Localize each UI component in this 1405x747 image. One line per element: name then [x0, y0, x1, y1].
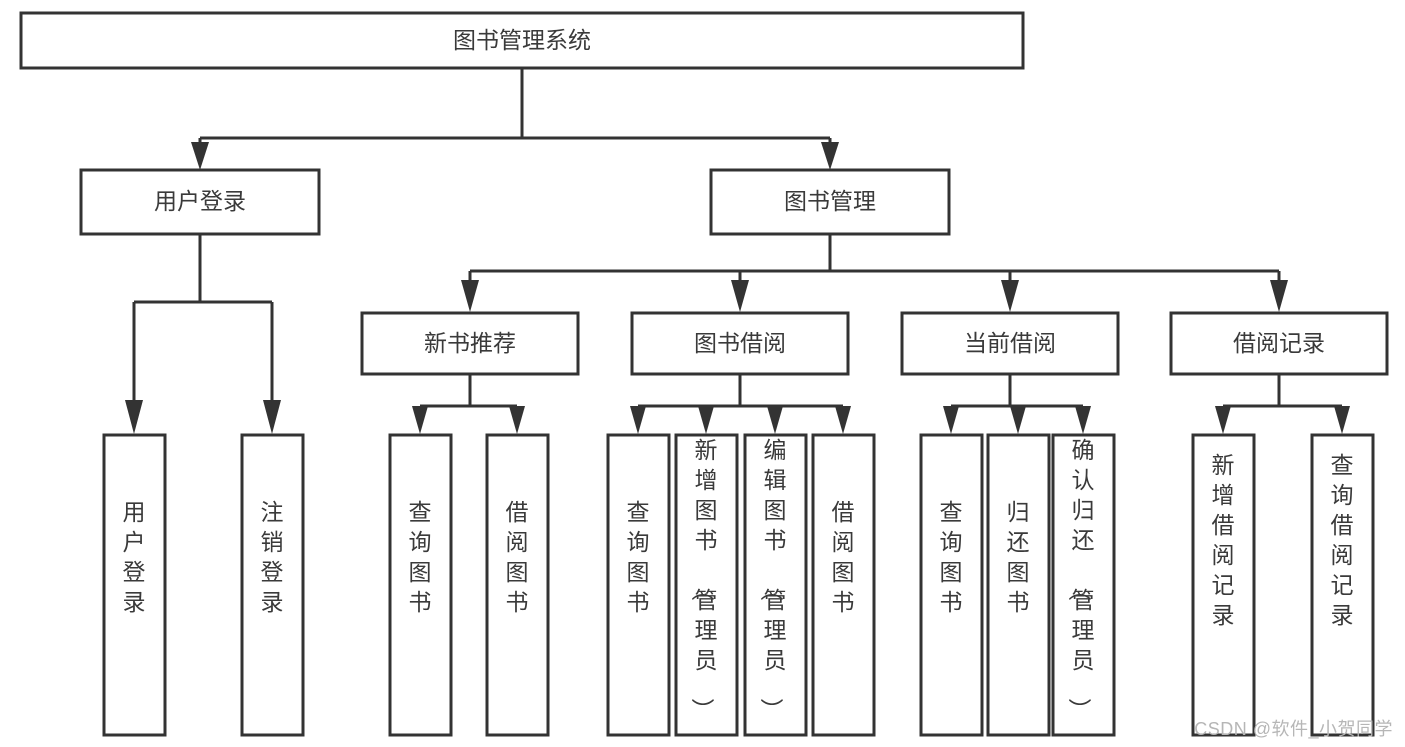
- leaf-current-borrow-3[interactable]: 确认归还（管理员）: [1051, 433, 1116, 737]
- node-book-manage-label: 图书管理: [784, 188, 876, 214]
- arrow-head-new-book: [461, 280, 479, 312]
- leaf-book-borrow-4-label: 借阅图书: [832, 499, 855, 615]
- node-book-manage-box[interactable]: [709, 168, 951, 236]
- leaf-current-borrow-2-box[interactable]: [986, 433, 1051, 737]
- arrow-head-book-borrow-leaf3: [767, 406, 783, 434]
- arrow-head-borrow-record-leaf1: [1215, 406, 1231, 434]
- leaf-new-book-2-box[interactable]: [485, 433, 550, 737]
- leaf-current-borrow-1-box[interactable]: [919, 433, 984, 737]
- leaf-book-borrow-2[interactable]: 新增图书（管理员）: [674, 433, 739, 737]
- leaf-current-borrow-2[interactable]: 归还图书: [986, 433, 1051, 737]
- arrow-head-book-borrow-leaf4: [835, 406, 851, 434]
- arrow-head-current-borrow: [1001, 280, 1019, 312]
- arrow-head-current-borrow-leaf1: [943, 406, 959, 434]
- connectors-group: [125, 68, 1350, 434]
- arrow-head-borrow-record: [1270, 280, 1288, 312]
- leaf-new-book-1-label: 查询图书: [409, 499, 432, 615]
- arrow-head-book-borrow-leaf2: [698, 406, 714, 434]
- arrow-head-book-manage: [821, 142, 839, 170]
- arrow-head-current-borrow-leaf3: [1075, 406, 1091, 434]
- node-root-box[interactable]: [19, 11, 1025, 70]
- node-user-login-label: 用户登录: [154, 188, 246, 214]
- leaf-book-borrow-1-label: 查询图书: [627, 499, 650, 615]
- leaf-user-login-1[interactable]: 用户登录: [102, 433, 167, 737]
- leaf-user-login-2[interactable]: 注销登录: [240, 433, 305, 737]
- node-book-borrow-box[interactable]: [630, 311, 850, 376]
- leaf-book-borrow-1-box[interactable]: [606, 433, 671, 737]
- leaf-borrow-record-1-box[interactable]: [1191, 433, 1256, 737]
- node-current-borrow-label: 当前借阅: [964, 330, 1056, 356]
- node-book-borrow[interactable]: 图书借阅: [630, 311, 850, 376]
- leaf-book-borrow-4[interactable]: 借阅图书: [811, 433, 876, 737]
- leaf-book-borrow-4-box[interactable]: [811, 433, 876, 737]
- node-borrow-record[interactable]: 借阅记录: [1169, 311, 1389, 376]
- leaf-user-login-2-box[interactable]: [240, 433, 305, 737]
- leaf-new-book-2-label: 借阅图书: [506, 499, 529, 615]
- leaf-new-book-1-box[interactable]: [388, 433, 453, 737]
- leaf-current-borrow-1-label: 查询图书: [940, 499, 963, 615]
- node-user-login[interactable]: 用户登录: [79, 168, 321, 236]
- leaf-current-borrow-3-box[interactable]: [1051, 433, 1116, 737]
- node-new-book-recommend-box[interactable]: [360, 311, 580, 376]
- leaf-current-borrow-3-label: 确认归还（管理员）: [1067, 437, 1095, 721]
- leaf-user-login-1-label: 用户登录: [123, 499, 146, 615]
- leaf-borrow-record-2-box[interactable]: [1310, 433, 1375, 737]
- leaf-book-borrow-3-label: 编辑图书（管理员）: [759, 437, 787, 721]
- arrow-head-book-borrow-leaf1: [630, 406, 646, 434]
- node-current-borrow-box[interactable]: [900, 311, 1120, 376]
- node-new-book-recommend-label: 新书推荐: [424, 330, 516, 356]
- node-new-book-recommend[interactable]: 新书推荐: [360, 311, 580, 376]
- leaf-borrow-record-2-label: 查询借阅记录: [1331, 452, 1354, 628]
- node-borrow-record-box[interactable]: [1169, 311, 1389, 376]
- node-root-label: 图书管理系统: [453, 27, 591, 53]
- node-user-login-box[interactable]: [79, 168, 321, 236]
- arrow-head-user-login: [191, 142, 209, 170]
- node-borrow-record-label: 借阅记录: [1233, 330, 1325, 356]
- leaf-book-borrow-3-box[interactable]: [743, 433, 808, 737]
- leaf-book-borrow-2-box[interactable]: [674, 433, 739, 737]
- arrow-head-user-login-leaf2: [263, 400, 281, 434]
- leaf-borrow-record-1-label: 新增借阅记录: [1212, 452, 1235, 628]
- arrow-head-new-book-leaf1: [412, 406, 428, 434]
- leaf-book-borrow-2-label: 新增图书（管理员）: [690, 437, 718, 721]
- leaf-borrow-record-2[interactable]: 查询借阅记录: [1310, 433, 1375, 737]
- node-book-borrow-label: 图书借阅: [694, 330, 786, 356]
- arrow-head-user-login-leaf1: [125, 400, 143, 434]
- node-root[interactable]: 图书管理系统: [19, 11, 1025, 70]
- leaf-book-borrow-1[interactable]: 查询图书: [606, 433, 671, 737]
- node-book-manage[interactable]: 图书管理: [709, 168, 951, 236]
- leaf-borrow-record-1[interactable]: 新增借阅记录: [1191, 433, 1256, 737]
- leaf-user-login-1-box[interactable]: [102, 433, 167, 737]
- arrow-head-book-borrow: [731, 280, 749, 312]
- leaf-book-borrow-3[interactable]: 编辑图书（管理员）: [743, 433, 808, 737]
- arrow-head-borrow-record-leaf2: [1334, 406, 1350, 434]
- node-current-borrow[interactable]: 当前借阅: [900, 311, 1120, 376]
- leaf-new-book-1[interactable]: 查询图书: [388, 433, 453, 737]
- leaf-user-login-2-label: 注销登录: [261, 499, 284, 615]
- arrow-head-current-borrow-leaf2: [1010, 406, 1026, 434]
- leaf-current-borrow-2-label: 归还图书: [1007, 499, 1030, 615]
- leaf-current-borrow-1[interactable]: 查询图书: [919, 433, 984, 737]
- leaf-new-book-2[interactable]: 借阅图书: [485, 433, 550, 737]
- arrow-head-new-book-leaf2: [509, 406, 525, 434]
